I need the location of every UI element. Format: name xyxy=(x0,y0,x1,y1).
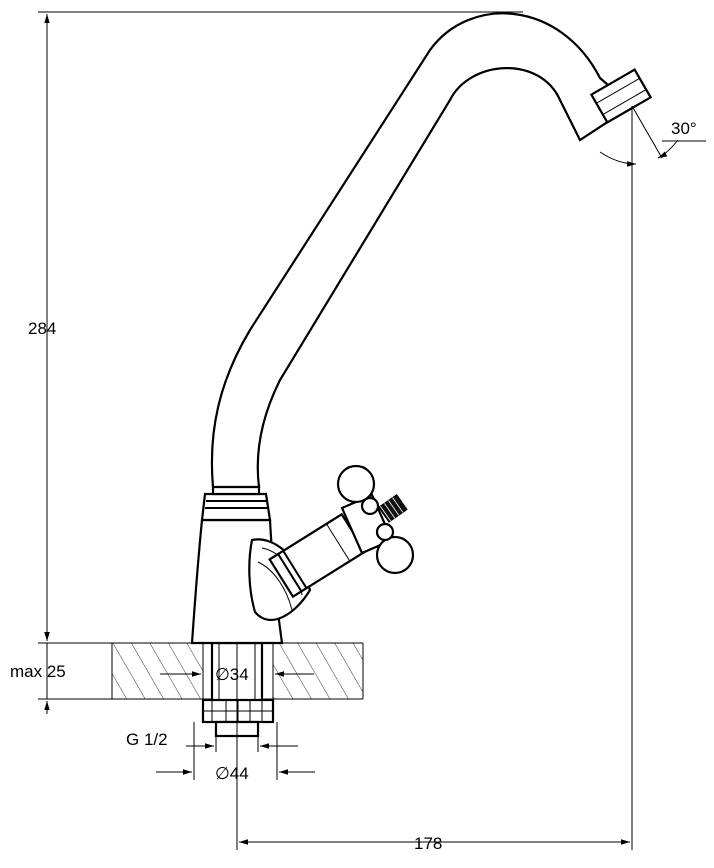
dimension-spout-angle xyxy=(599,105,706,168)
dimension-base-diameter xyxy=(156,722,315,780)
dimension-reach xyxy=(236,140,633,850)
countertop-section xyxy=(111,642,364,700)
dimension-thread xyxy=(186,736,298,752)
faucet-shank xyxy=(201,641,275,738)
hole-diameter-value: ∅34 xyxy=(215,665,249,684)
valve-handle xyxy=(248,464,415,622)
max-thickness-value: max 25 xyxy=(10,662,66,681)
spout-angle-value: 30° xyxy=(671,119,697,138)
base-diameter-value: ∅44 xyxy=(215,764,249,783)
dimension-height xyxy=(38,11,523,644)
thread-value: G 1/2 xyxy=(126,730,168,749)
dimension-max-thickness xyxy=(38,628,112,714)
height-value: 284 xyxy=(28,319,56,338)
reach-value: 178 xyxy=(414,834,442,853)
faucet-spout xyxy=(210,12,653,489)
